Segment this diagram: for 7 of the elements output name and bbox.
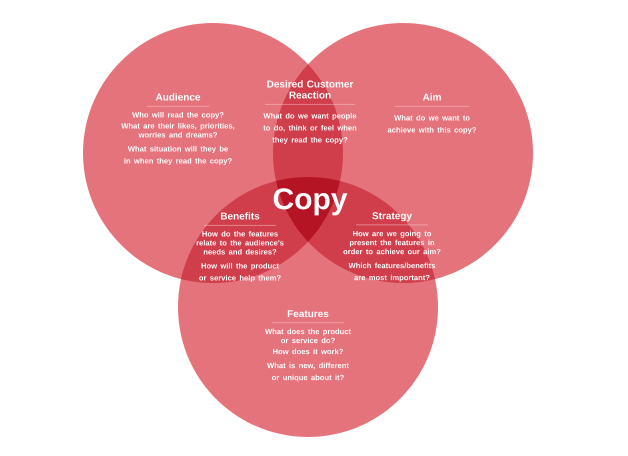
region-heading: Desired Customer Reaction [267, 80, 354, 99]
region-heading: Audience [156, 93, 200, 101]
region-heading: Copy [274, 188, 348, 216]
region-heading: Features [288, 310, 328, 318]
region-heading: Benefits [220, 212, 260, 220]
region-heading: Aim [422, 93, 441, 100]
region-heading: Strategy [372, 212, 412, 222]
